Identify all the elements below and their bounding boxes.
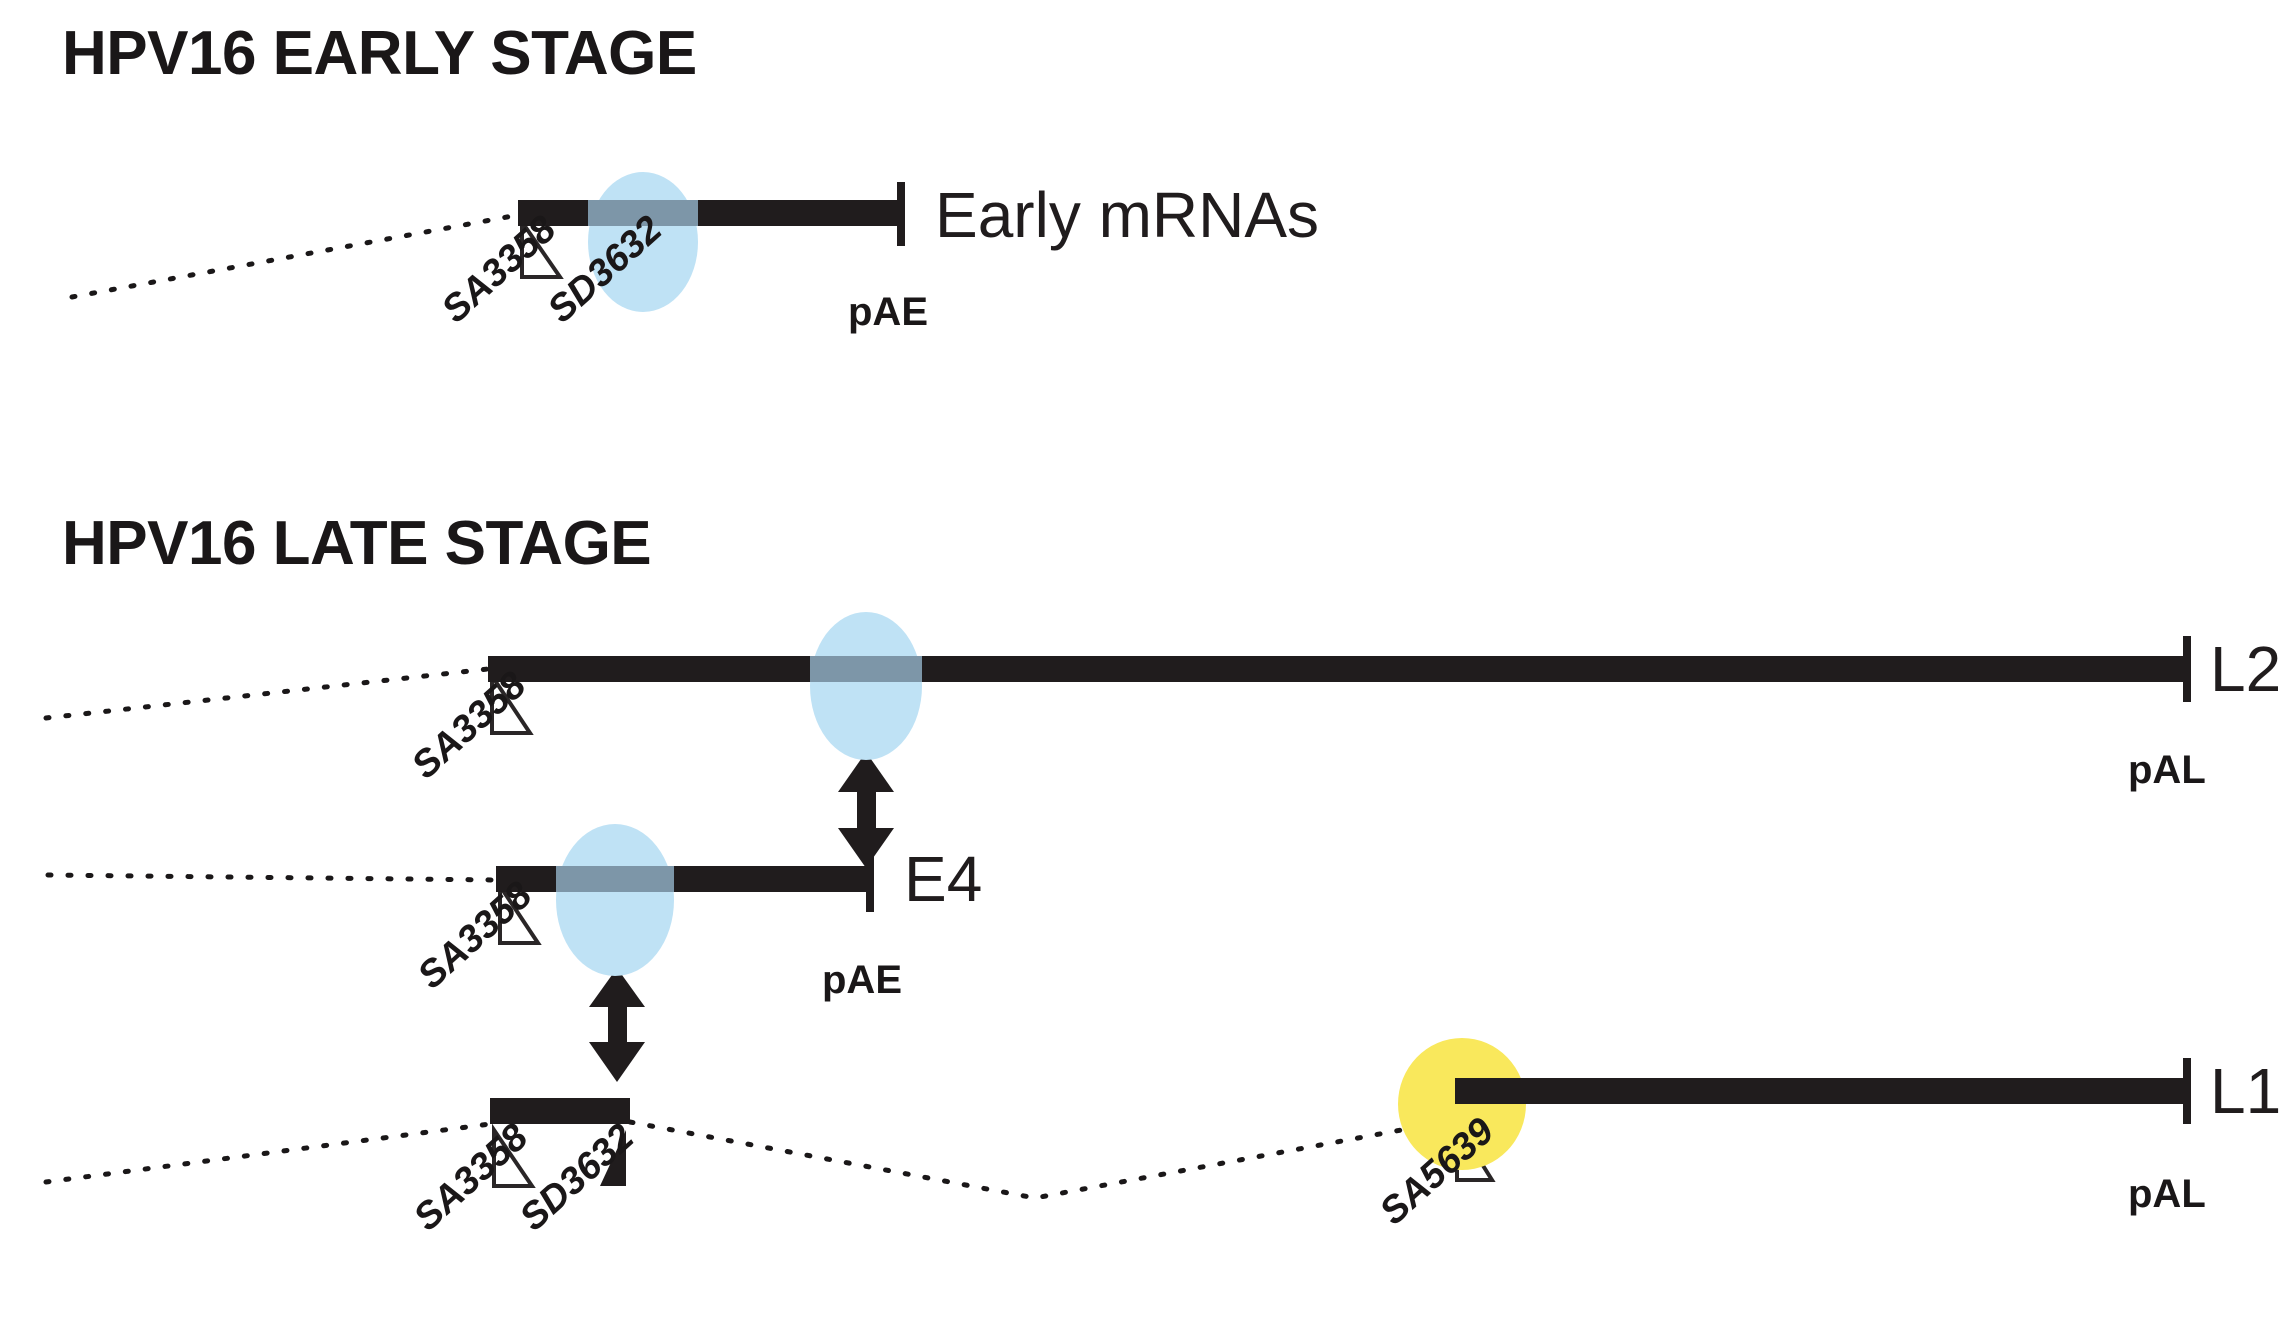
transcript-label-l1: L1 [2210,1055,2282,1127]
polya-label-l2-pal: pAL [2128,748,2206,792]
intron-line-l2 [43,666,491,721]
transcript-label-early-mrnas: Early mRNAs [935,179,1320,251]
exon-bar-early [518,200,898,226]
early-stage-title: HPV16 EARLY STAGE [62,19,697,88]
splice-site-label-sa3358-l1: SA3358 [406,1116,537,1240]
polya-label-e4-pae: pAE [822,958,902,1002]
polya-site-bar-l2 [2183,636,2191,702]
intron-line-l1-left [43,1121,493,1185]
polya-label-l1-pal: pAL [2128,1172,2206,1216]
exon-bar-l2 [488,656,2184,682]
polya-site-bar-l1 [2183,1058,2191,1124]
late-stage-title: HPV16 LATE STAGE [62,509,652,578]
polya-label-early-pae: pAE [848,290,928,334]
splice-site-label-sa3358-e4: SA3358 [410,874,541,998]
splice-site-label-sd3632-l1: SD3632 [512,1116,643,1240]
highlight-ellipse-early-sd3632 [588,172,698,312]
double-arrow-e4-l1 [589,968,645,1082]
transcript-label-l2: L2 [2210,633,2282,705]
exon-highlight-overlap-l2 [810,656,922,682]
polya-site-bar-e4 [866,846,874,912]
exon-bar-l1-first [490,1098,630,1124]
intron-line-l1-right [627,1117,1458,1201]
splice-site-label-sa3358-l2: SA3358 [404,664,535,788]
transcript-label-e4: E4 [904,843,983,915]
exon-highlight-overlap-early [588,200,698,226]
exon-highlight-overlap-e4 [556,866,674,892]
exon-bar-l1-second [1455,1078,2184,1104]
intron-line-e4 [45,872,499,883]
highlight-ellipse-l1-sa5639 [1398,1038,1526,1170]
highlight-ellipse-l2-unused-donor [810,612,922,760]
splice-site-label-sa3358-early: SA3358 [434,208,565,332]
highlight-ellipse-e4-sd3632 [556,824,674,976]
polya-site-bar-early [897,182,905,246]
exon-bar-e4 [496,866,868,892]
